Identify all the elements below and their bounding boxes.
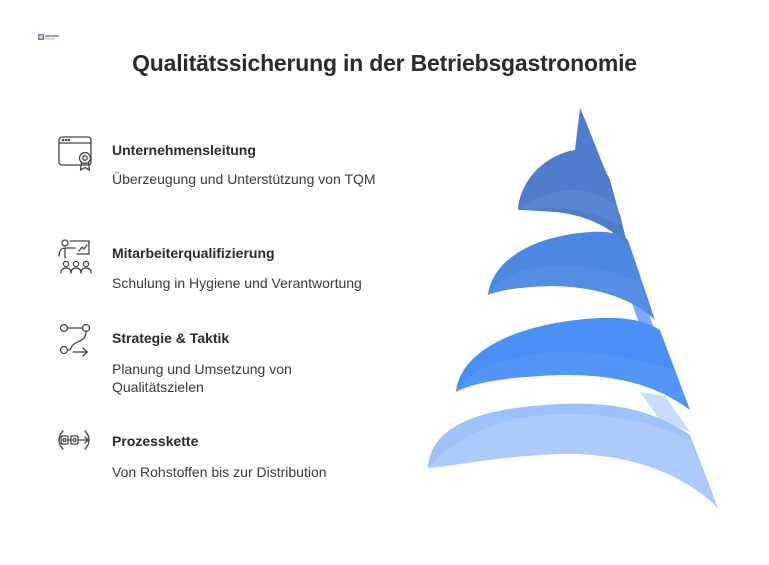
page-title: Qualitätssicherung in der Betriebsgastro…: [132, 50, 637, 76]
spiral-band-4-inner: [428, 414, 718, 508]
item-description: Von Rohstoffen bis zur Distribution: [112, 464, 327, 480]
item-heading: Unternehmensleitung: [112, 142, 256, 158]
item-description: Schulung in Hygiene und Verantwortung: [112, 275, 362, 291]
item-heading: Mitarbeiterqualifizierung: [112, 245, 275, 261]
brand-logo-icon: [38, 34, 59, 40]
process-chain-icon: [58, 430, 90, 450]
certificate-window-icon: [58, 136, 92, 171]
spiral-band-3-fold: [456, 352, 690, 410]
item-heading: Prozesskette: [112, 433, 199, 449]
spiral-cone-graphic: [428, 108, 718, 508]
spiral-band-1-fold: [518, 190, 620, 226]
item-heading: Strategie & Taktik: [112, 330, 230, 346]
spiral-band-back-4: [640, 392, 690, 432]
route-strategy-icon: [59, 323, 91, 357]
item-description: Überzeugung und Unterstützung von TQM: [112, 171, 376, 187]
item-description: Planung und Umsetzung von Qualitätsziele…: [112, 361, 292, 395]
spiral-band-1: [518, 108, 628, 246]
spiral-band-2-fold: [488, 265, 655, 320]
training-people-icon: [58, 239, 92, 274]
